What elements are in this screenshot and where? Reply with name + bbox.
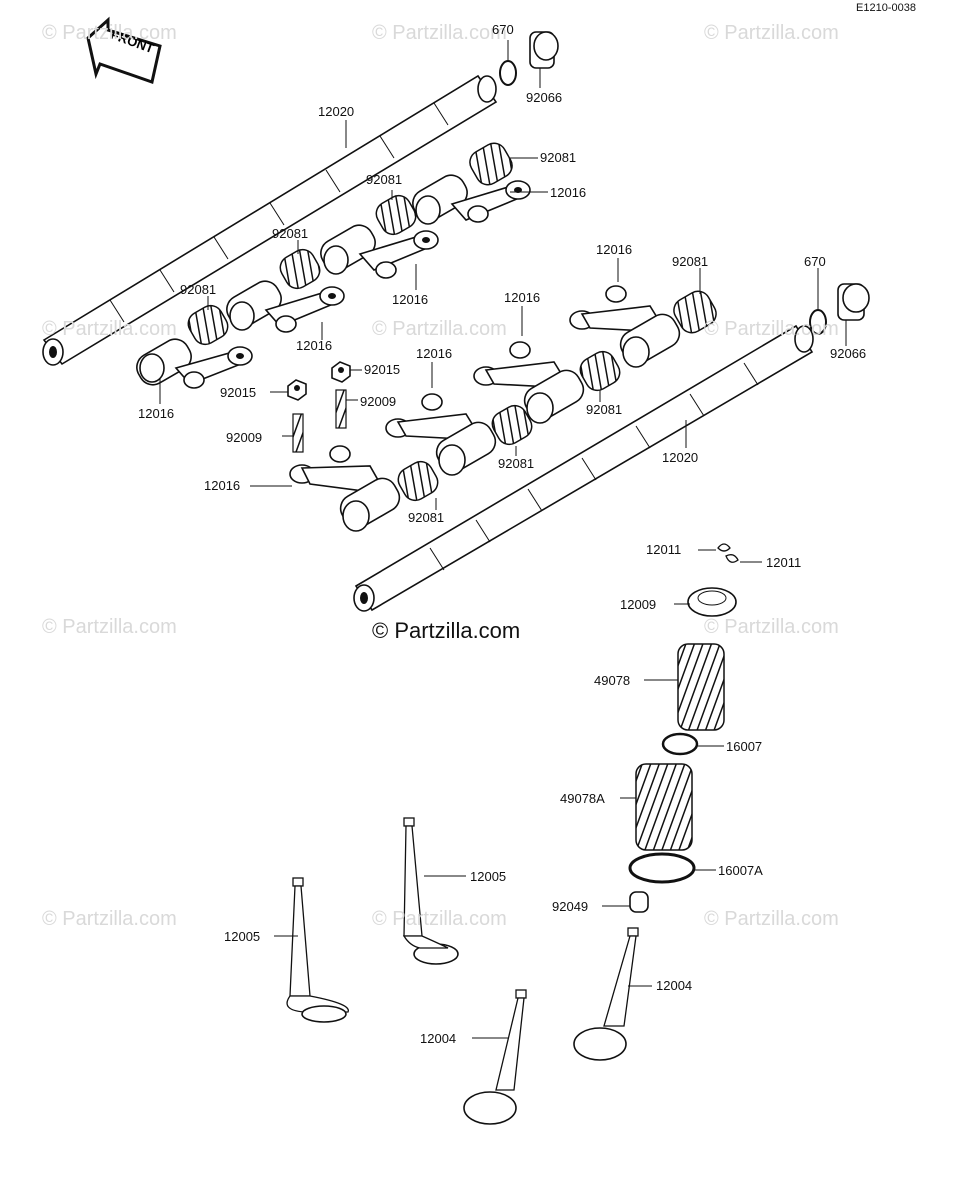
watermark: © Partzilla.com bbox=[372, 22, 507, 44]
rocker-shaft-upper bbox=[42, 74, 498, 366]
watermark: © Partzilla.com bbox=[42, 22, 177, 44]
watermark: © Partzilla.com bbox=[704, 22, 839, 44]
label-12016-c: 12016 bbox=[296, 338, 333, 353]
watermark: © Partzilla.com bbox=[42, 616, 177, 638]
label-12016-d: 12016 bbox=[138, 406, 175, 421]
watermark: © Partzilla.com bbox=[704, 908, 839, 930]
label-12016-g: 12016 bbox=[504, 290, 541, 305]
label-12016-h: 12016 bbox=[596, 242, 633, 257]
label-92081-d: 92081 bbox=[180, 282, 217, 297]
label-12009: 12009 bbox=[620, 597, 657, 612]
label-49078A: 49078A bbox=[560, 791, 605, 806]
watermark-main: © Partzilla.com bbox=[372, 618, 521, 643]
spring-retainer-12009 bbox=[687, 587, 737, 617]
watermark: © Partzilla.com bbox=[42, 318, 177, 340]
plug-92066-top bbox=[499, 31, 559, 86]
label-92009-b: 92009 bbox=[360, 394, 397, 409]
valve-12005-left bbox=[286, 877, 349, 1023]
label-16007: 16007 bbox=[726, 739, 763, 754]
label-12020-right: 12020 bbox=[662, 450, 699, 465]
label-12020-top: 12020 bbox=[318, 104, 355, 119]
valve-12004-left bbox=[463, 989, 527, 1125]
label-92081-a: 92081 bbox=[540, 150, 577, 165]
seat-16007 bbox=[661, 732, 699, 756]
label-16007A: 16007A bbox=[718, 863, 763, 878]
label-92049: 92049 bbox=[552, 899, 589, 914]
valve-seal-92049 bbox=[629, 891, 649, 913]
label-12011-a: 12011 bbox=[646, 542, 682, 557]
seat-16007A bbox=[628, 852, 696, 884]
label-92081-g: 92081 bbox=[498, 456, 535, 471]
diagram-code: E1210-0038 bbox=[856, 2, 916, 14]
label-92081-h: 92081 bbox=[408, 510, 445, 525]
valve-12004-right bbox=[573, 927, 639, 1061]
label-92015-a: 92015 bbox=[220, 385, 257, 400]
label-12016-f: 12016 bbox=[416, 346, 453, 361]
label-92066-right: 92066 bbox=[830, 346, 867, 361]
watermark: © Partzilla.com bbox=[704, 616, 839, 638]
label-12016-a: 12016 bbox=[550, 185, 587, 200]
valve-cotter-12011 bbox=[717, 543, 739, 563]
label-12016-b: 12016 bbox=[392, 292, 429, 307]
spring-92081-group bbox=[187, 142, 717, 502]
watermark: © Partzilla.com bbox=[372, 908, 507, 930]
watermark: © Partzilla.com bbox=[42, 908, 177, 930]
spring-49078A bbox=[635, 763, 693, 851]
watermark: © Partzilla.com bbox=[372, 318, 507, 340]
adjuster-group bbox=[287, 361, 351, 453]
label-92015-b: 92015 bbox=[364, 362, 401, 377]
spring-49078 bbox=[677, 643, 725, 731]
leader-lines bbox=[159, 40, 847, 1039]
label-12004-a: 12004 bbox=[656, 978, 693, 993]
rocker-arm-group-upper bbox=[136, 174, 531, 389]
label-92009-a: 92009 bbox=[226, 430, 263, 445]
label-92066-top: 92066 bbox=[526, 90, 563, 105]
label-49078: 49078 bbox=[594, 673, 631, 688]
label-12005-a: 12005 bbox=[470, 869, 507, 884]
label-12004-b: 12004 bbox=[420, 1031, 457, 1046]
label-92081-f: 92081 bbox=[586, 402, 623, 417]
rocker-arm-group-lower bbox=[289, 285, 681, 532]
label-92081-e: 92081 bbox=[672, 254, 709, 269]
front-arrow-icon bbox=[86, 16, 162, 84]
label-12005-b: 12005 bbox=[224, 929, 261, 944]
label-92081-c: 92081 bbox=[272, 226, 309, 241]
label-670-right: 670 bbox=[804, 254, 826, 269]
plug-92066-right bbox=[809, 283, 870, 335]
label-12016-e: 12016 bbox=[204, 478, 241, 493]
label-92081-b: 92081 bbox=[366, 172, 403, 187]
rocker-shaft-lower bbox=[353, 324, 814, 612]
label-670-top: 670 bbox=[492, 22, 514, 37]
label-12011-b: 12011 bbox=[766, 555, 802, 570]
watermark: © Partzilla.com bbox=[704, 318, 839, 340]
valve-12005-right bbox=[402, 817, 459, 965]
